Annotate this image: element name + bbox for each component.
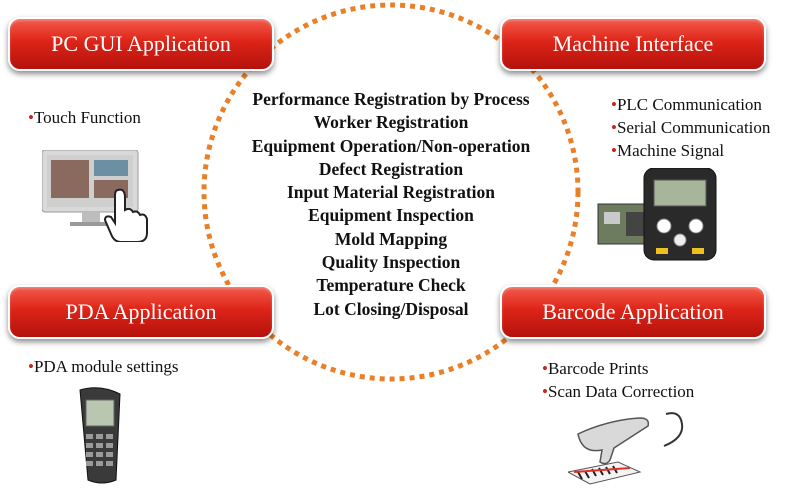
feature-item: •PLC Communication xyxy=(611,95,762,114)
center-item: Worker Registration xyxy=(313,112,469,133)
pda-title: PDA Application xyxy=(8,285,274,339)
feature-item: •Barcode Prints xyxy=(542,359,649,378)
plc-device-icon xyxy=(597,168,717,261)
center-item: Temperature Check xyxy=(316,275,466,296)
feature-item: •Serial Communication xyxy=(611,118,771,137)
pda-handheld-icon xyxy=(79,387,121,484)
barcode-features: •Barcode Prints •Scan Data Correction xyxy=(542,357,694,403)
feature-item: •Machine Signal xyxy=(611,141,725,160)
center-item: Quality Inspection xyxy=(321,252,461,273)
touch-monitor-icon xyxy=(42,150,148,242)
center-item: Mold Mapping xyxy=(334,228,448,249)
pc-gui-title: PC GUI Application xyxy=(8,17,274,71)
feature-item: •Scan Data Correction xyxy=(542,382,695,401)
center-item: Defect Registration xyxy=(318,158,464,179)
barcode-title: Barcode Application xyxy=(500,285,766,339)
center-item: Equipment Operation/Non-operation xyxy=(251,135,531,156)
feature-item: •Touch Function xyxy=(28,108,141,127)
center-function-list: Performance Registration by Process Work… xyxy=(205,88,577,321)
pc-gui-features: •Touch Function xyxy=(28,106,141,129)
center-item: Input Material Registration xyxy=(286,182,496,203)
feature-item: •PDA module settings xyxy=(28,357,179,376)
pda-features: •PDA module settings xyxy=(28,355,178,378)
barcode-scanner-icon xyxy=(568,412,684,485)
center-item: Performance Registration by Process xyxy=(252,89,530,109)
center-item: Equipment Inspection xyxy=(308,205,474,226)
center-item: Lot Closing/Disposal xyxy=(313,298,469,319)
machine-features: •PLC Communication •Serial Communication… xyxy=(611,93,770,162)
machine-interface-title: Machine Interface xyxy=(500,17,766,71)
